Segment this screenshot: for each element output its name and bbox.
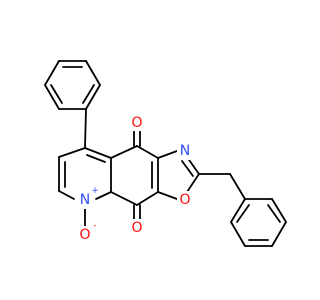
- bond-layer: [44, 60, 287, 247]
- n-oxide-oxygen-label: O: [79, 227, 90, 243]
- bond: [86, 154, 106, 163]
- bond: [181, 160, 194, 177]
- structure-canvas: O O N O N + O -: [44, 60, 287, 247]
- oxo-bottom-label: O: [131, 220, 142, 236]
- bond: [44, 84, 60, 110]
- oxazole-nitrogen-label: N: [180, 143, 190, 159]
- bond: [85, 84, 101, 110]
- bond: [230, 221, 246, 247]
- bond: [58, 147, 86, 158]
- bond: [50, 84, 63, 104]
- bond: [44, 60, 60, 86]
- oxygen-negative-charge: -: [93, 221, 96, 231]
- bond: [58, 190, 75, 200]
- pyridine-nitrogen-label: N: [80, 192, 90, 208]
- bond: [157, 191, 178, 200]
- bond: [267, 204, 281, 223]
- bond: [236, 204, 250, 223]
- bond: [84, 147, 112, 159]
- bond: [230, 198, 246, 223]
- bond: [271, 198, 287, 223]
- bond: [271, 221, 287, 247]
- bond: [95, 191, 112, 200]
- bond: [157, 150, 178, 159]
- atom-label-layer: O O N O N + O -: [77, 113, 193, 244]
- molecule-drawing: O O N O N + O -: [44, 60, 287, 247]
- bond: [229, 173, 246, 200]
- bond: [110, 191, 138, 206]
- bond: [136, 145, 159, 159]
- bond: [110, 145, 138, 159]
- bond: [82, 84, 95, 104]
- bond: [84, 108, 87, 149]
- oxazole-oxygen-label: O: [179, 192, 190, 208]
- oxo-top-label: O: [131, 115, 142, 131]
- bond: [85, 60, 101, 86]
- bond: [136, 191, 159, 206]
- bond: [186, 173, 200, 193]
- nitrogen-positive-charge: +: [91, 186, 99, 196]
